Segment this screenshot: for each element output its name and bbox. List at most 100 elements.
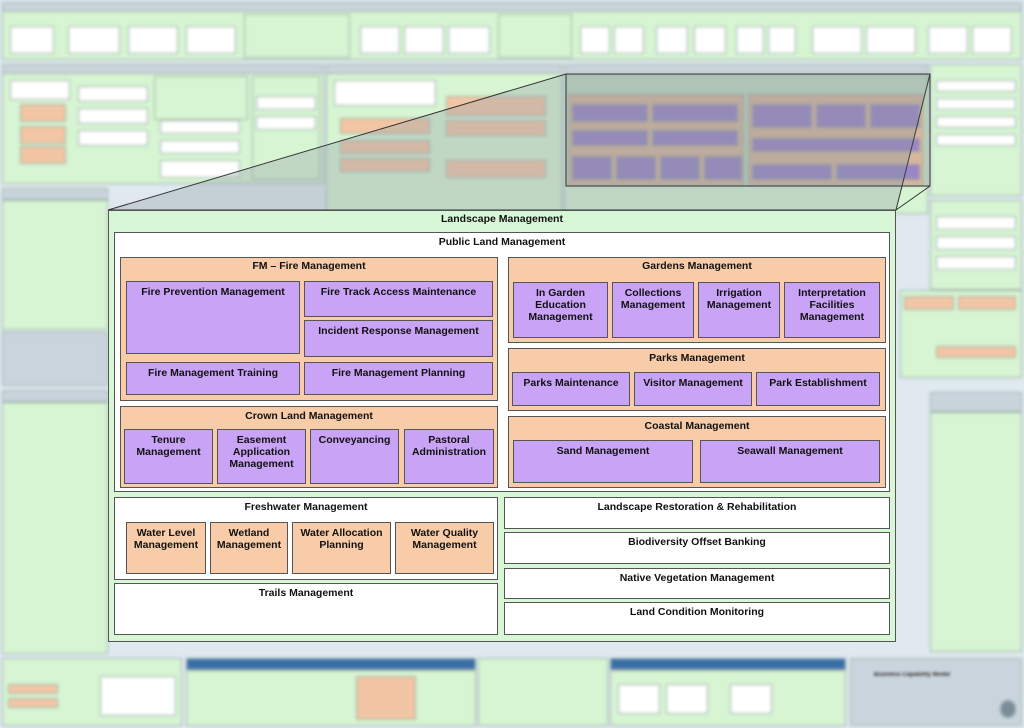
bg-header	[2, 188, 108, 200]
bg-cell	[936, 346, 1016, 358]
interpretation-facilities-management[interactable]: Interpretation Facilities Management	[784, 282, 880, 338]
bg-cell	[736, 26, 764, 54]
bg-cell	[972, 26, 1012, 54]
native-vegetation-management[interactable]: Native Vegetation Management	[504, 568, 890, 599]
public-land-management-title: Public Land Management	[438, 236, 566, 248]
bg-cell	[446, 160, 546, 178]
bg-cell	[936, 116, 1016, 128]
landscape-restoration-title: Landscape Restoration & Rehabilitation	[597, 501, 797, 513]
water-allocation-planning[interactable]: Water Allocation Planning	[292, 522, 391, 574]
biodiversity-offset-banking[interactable]: Biodiversity Offset Banking	[504, 532, 890, 564]
bg-header	[2, 390, 108, 402]
gardens-management-title: Gardens Management	[642, 260, 752, 272]
bg-cell	[652, 130, 738, 146]
bg-cell	[656, 26, 688, 54]
bg-cell	[572, 130, 648, 146]
bg-cell	[20, 146, 66, 164]
bg-cell	[870, 104, 920, 128]
crown-land-management-title: Crown Land Management	[245, 410, 373, 422]
pastoral-administration[interactable]: Pastoral Administration	[404, 429, 494, 484]
landscape-management-title: Landscape Management	[441, 213, 563, 225]
bg-cell	[614, 26, 644, 54]
biodiversity-offset-title: Biodiversity Offset Banking	[628, 536, 766, 548]
park-establishment[interactable]: Park Establishment	[756, 372, 880, 406]
bg-cell	[936, 80, 1016, 92]
bg-cell	[78, 130, 148, 146]
bg-header	[564, 64, 928, 74]
freshwater-management-title: Freshwater Management	[244, 501, 368, 513]
parks-management-title: Parks Management	[649, 352, 745, 364]
bg-cell	[78, 108, 148, 124]
logo-icon	[1000, 700, 1016, 718]
bg-cell	[334, 80, 436, 106]
water-quality-management[interactable]: Water Quality Management	[395, 522, 494, 574]
fire-track-access-maintenance[interactable]: Fire Track Access Maintenance	[304, 281, 493, 317]
bg-cell	[160, 120, 240, 134]
bg-cell	[186, 26, 236, 54]
collections-management[interactable]: Collections Management	[612, 282, 694, 338]
bg-cell	[752, 138, 920, 152]
bg-cell	[8, 698, 58, 708]
bg-cell	[936, 256, 1016, 270]
coastal-management-title: Coastal Management	[644, 420, 750, 432]
bg-section	[2, 200, 108, 330]
bg-cell	[572, 156, 612, 180]
bg-cell	[618, 684, 660, 714]
bg-cell	[154, 76, 248, 120]
fire-management-title: FM – Fire Management	[252, 260, 366, 272]
bg-cell	[752, 104, 812, 128]
bg-cell	[10, 26, 54, 54]
bg-cell	[340, 158, 430, 172]
bg-cell	[652, 104, 738, 122]
bg-cell	[936, 134, 1016, 146]
parks-maintenance[interactable]: Parks Maintenance	[512, 372, 630, 406]
fire-management-planning[interactable]: Fire Management Planning	[304, 362, 493, 395]
tenure-management[interactable]: Tenure Management	[124, 429, 213, 484]
bg-section	[930, 412, 1022, 652]
bg-cell	[958, 296, 1016, 310]
sand-management[interactable]: Sand Management	[513, 440, 693, 483]
irrigation-management[interactable]: Irrigation Management	[698, 282, 780, 338]
bg-section	[2, 402, 108, 654]
bg-cell	[730, 684, 772, 714]
bg-cell	[160, 140, 240, 154]
bg-header	[2, 64, 324, 74]
bg-cell	[360, 26, 400, 54]
trails-management[interactable]: Trails Management	[114, 583, 498, 635]
bg-cell	[904, 296, 954, 310]
bg-cell	[694, 26, 726, 54]
trails-management-title: Trails Management	[258, 587, 354, 599]
bg-header	[326, 64, 562, 74]
bg-cell	[616, 156, 656, 180]
bg-cell	[20, 126, 66, 144]
bg-cell	[20, 104, 66, 122]
land-condition-monitoring[interactable]: Land Condition Monitoring	[504, 602, 890, 635]
bg-cell	[8, 684, 58, 694]
easement-application-management[interactable]: Easement Application Management	[217, 429, 306, 484]
bg-cell	[816, 104, 866, 128]
bg-cell	[498, 14, 572, 58]
incident-response-management[interactable]: Incident Response Management	[304, 320, 493, 357]
landscape-restoration-rehabilitation[interactable]: Landscape Restoration & Rehabilitation	[504, 497, 890, 529]
bg-cell	[244, 14, 350, 58]
bg-cell	[10, 80, 70, 100]
bg-cell	[580, 26, 610, 54]
in-garden-education-management[interactable]: In Garden Education Management	[513, 282, 608, 338]
native-vegetation-title: Native Vegetation Management	[619, 572, 775, 584]
bg-header	[610, 658, 846, 670]
fire-prevention-management[interactable]: Fire Prevention Management	[126, 281, 300, 354]
water-level-management[interactable]: Water Level Management	[126, 522, 206, 574]
visitor-management[interactable]: Visitor Management	[634, 372, 752, 406]
conveyancing[interactable]: Conveyancing	[310, 429, 399, 484]
fire-management-training[interactable]: Fire Management Training	[126, 362, 300, 395]
bg-cell	[404, 26, 444, 54]
seawall-management[interactable]: Seawall Management	[700, 440, 880, 483]
bg-cell	[704, 156, 742, 180]
bg-cell	[936, 216, 1016, 230]
bg-cell	[936, 98, 1016, 110]
bg-cell	[100, 676, 176, 716]
bg-section	[186, 670, 476, 726]
wetland-management[interactable]: Wetland Management	[210, 522, 288, 574]
bg-section	[2, 332, 108, 386]
bg-header	[930, 392, 1022, 412]
